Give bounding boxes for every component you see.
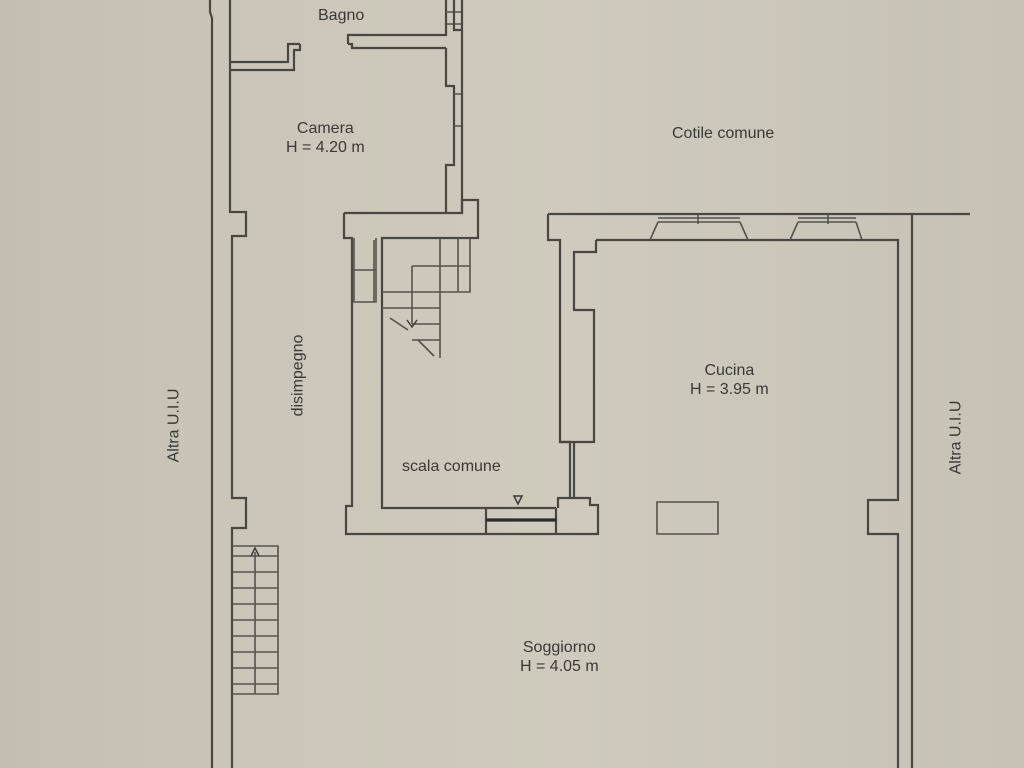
room-name: Cotile comune (672, 125, 775, 142)
room-name: Cucina (704, 362, 755, 379)
room-name: disimpegno (289, 334, 307, 417)
room-name: Camera (296, 120, 354, 137)
room-label-soggiorno: Soggiorno H = 4.05 m (520, 638, 599, 676)
room-label-camera: Camera H = 4.20 m (286, 119, 365, 157)
common-staircase (353, 238, 471, 358)
room-label-cotile: Cotile comune (672, 124, 774, 143)
room-height: H = 4.20 m (286, 139, 365, 156)
room-name: Soggiorno (522, 639, 596, 656)
room-height: H = 3.95 m (690, 381, 769, 398)
room-label-scala-comune: scala comune (402, 457, 501, 476)
neighbor-label-left: Altra U.I.U (165, 376, 184, 476)
neighbor-unit-text: Altra U.I.U (165, 388, 183, 463)
room-label-bagno: Bagno (318, 6, 364, 25)
left-exterior-wall (208, 0, 248, 768)
neighbor-label-right: Altra U.I.U (947, 388, 966, 488)
room-name: Bagno (318, 7, 365, 24)
scala-comune-walls (342, 198, 600, 536)
room-name: scala comune (402, 458, 501, 475)
room-height: H = 4.05 m (520, 658, 599, 675)
room-label-cucina: Cucina H = 3.95 m (690, 361, 769, 399)
bagno-walls (230, 0, 464, 213)
room-label-disimpegno: disimpegno (289, 326, 308, 426)
cucina-walls (546, 212, 970, 768)
interior-staircase (232, 545, 279, 695)
neighbor-unit-text: Altra U.I.U (947, 400, 965, 475)
